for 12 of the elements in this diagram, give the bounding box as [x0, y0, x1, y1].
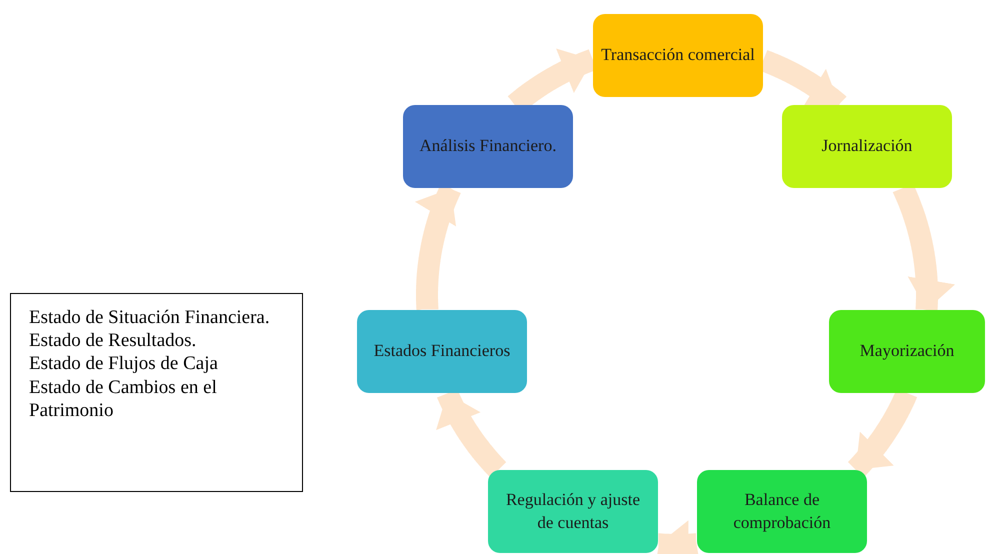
process-box: Estados Financieros [357, 310, 527, 393]
process-box: Regulación y ajuste de cuentas [488, 470, 658, 553]
process-box: Transacción comercial [593, 14, 763, 97]
text-box [10, 293, 303, 492]
process-box: Análisis Financiero. [403, 105, 573, 188]
list-item: Estado de Resultados. [29, 329, 198, 352]
list-item: Estado de Situación Financiera. [29, 306, 271, 330]
process-box: Jornalización [782, 105, 952, 188]
list-item: Estado de Cambios en el Patrimonio [29, 376, 218, 422]
list-item: Estado de Flujos de Caja [29, 352, 219, 376]
process-box: Mayorización [829, 310, 985, 393]
process-box: Balance de comprobación [697, 470, 867, 553]
